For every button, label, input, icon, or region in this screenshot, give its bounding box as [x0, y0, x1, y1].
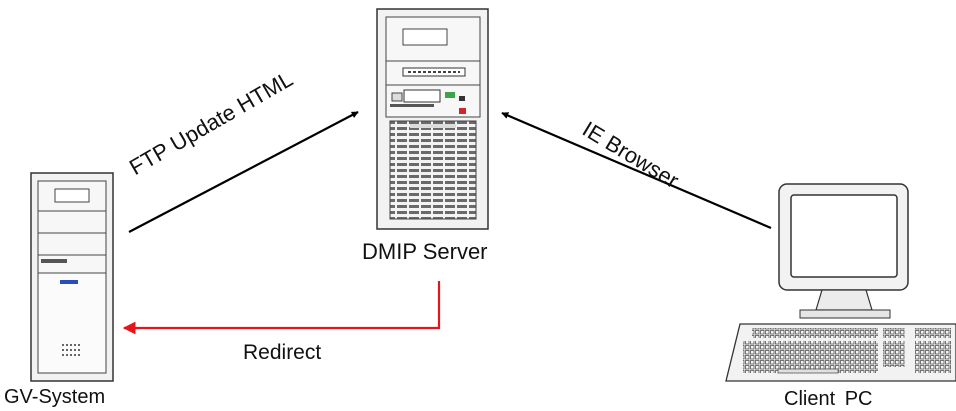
ie-browser-arrow	[501, 111, 772, 230]
client-pc-icon	[725, 183, 956, 382]
redirect-arrow	[122, 281, 441, 335]
gv-system-icon	[30, 172, 114, 382]
ftp-update-arrow	[128, 111, 359, 233]
power-led	[445, 92, 455, 98]
dmip-server-icon	[376, 8, 489, 230]
dmip-server-label: DMIP Server	[362, 239, 488, 264]
redirect-label: Redirect	[243, 341, 322, 364]
status-led	[459, 108, 466, 114]
gv-system-label: GV-System	[4, 386, 106, 408]
client-pc-label: Client PC	[784, 388, 873, 410]
brand-badge	[60, 280, 78, 284]
